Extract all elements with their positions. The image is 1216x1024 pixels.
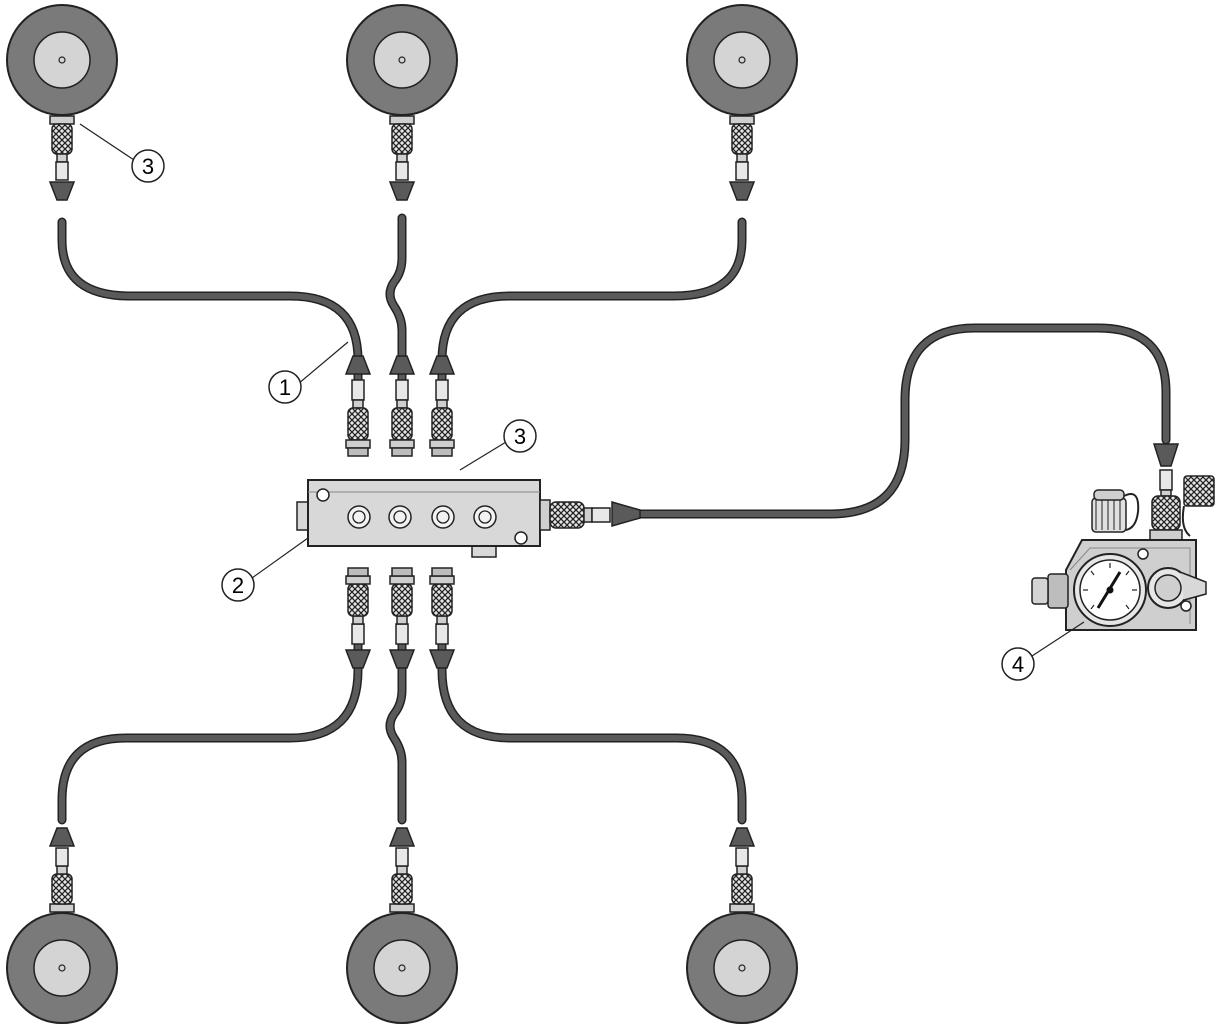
callout-label: 3 (514, 424, 526, 449)
cylinder-bottom-center (346, 827, 458, 1024)
callout-2: 2 (221, 537, 309, 602)
callout-label: 3 (142, 154, 154, 179)
cylinder-top-left (6, 4, 118, 201)
cylinder-bottom-left (6, 827, 118, 1024)
hand-pump (1031, 443, 1215, 631)
callout-label: 1 (279, 375, 291, 400)
callout-3b: 3 (459, 419, 537, 471)
hoses (57, 213, 1171, 825)
callout-4: 4 (1001, 621, 1085, 681)
cylinder-top-right (686, 4, 798, 201)
cylinder-bottom-right (686, 827, 798, 1024)
cylinder-top-center (346, 4, 458, 201)
manifold-port-4 (473, 505, 497, 529)
manifold-port-3 (431, 505, 455, 529)
pressure-gauge-icon (1073, 553, 1147, 627)
callout-label: 4 (1012, 652, 1024, 677)
manifold-port-2 (388, 505, 412, 529)
callout-label: 2 (232, 573, 244, 598)
manifold-block (296, 355, 641, 669)
callout-3a: 3 (79, 123, 165, 183)
manifold-port-1 (347, 505, 371, 529)
callout-1: 1 (268, 341, 349, 404)
